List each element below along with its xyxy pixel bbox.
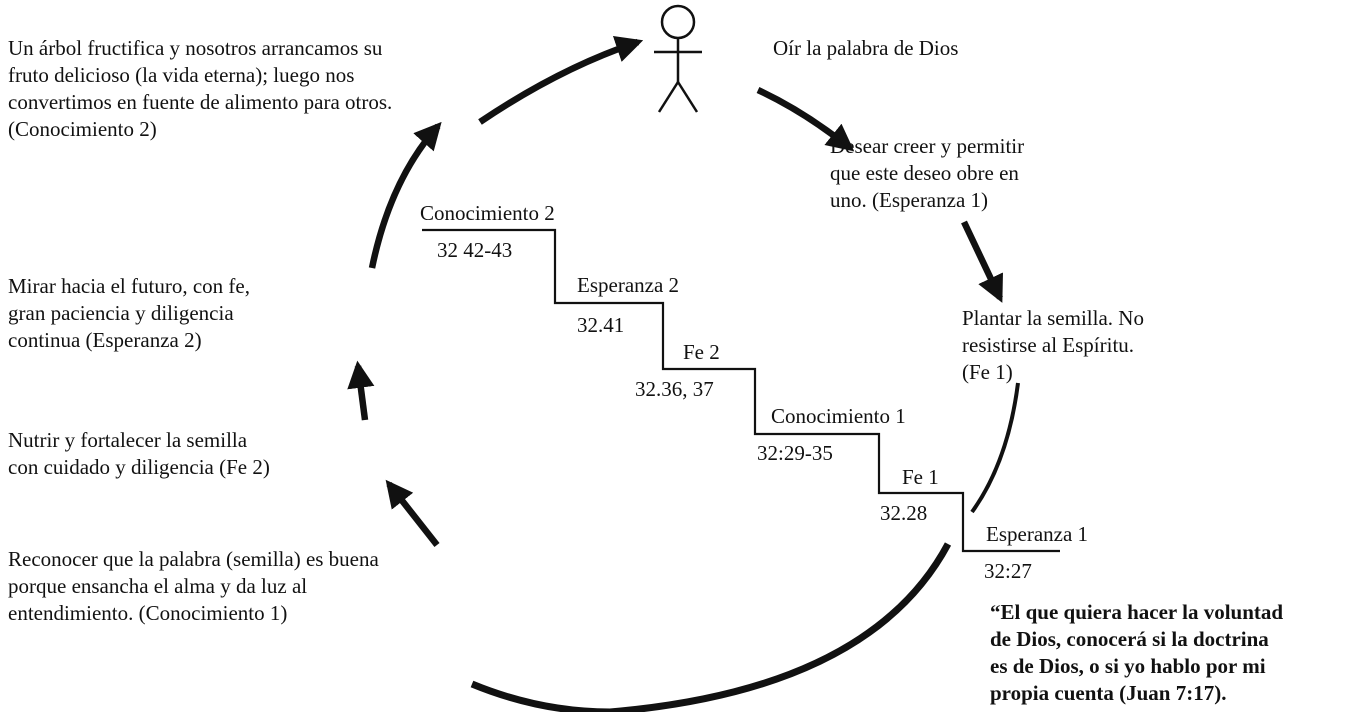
arrow-to-figure [478,35,644,125]
step-name-fe-2: Fe 2 [683,340,720,364]
step-ref-esperanza-2: 32.41 [577,313,625,337]
text-hear: Oír la palabra de Dios [773,36,959,60]
step-name-esperanza-1: Esperanza 1 [986,522,1089,546]
step-name-fe-1: Fe 1 [902,465,939,489]
step-ref-conocimiento-1: 32:29-35 [757,441,833,465]
arrow-recognize-to-nourish [385,479,440,548]
step-ref-conocimiento-2: 32 42-43 [437,238,513,262]
text-plant: Plantar la semilla. No resistirse al Esp… [962,306,1144,384]
step-name-conocimiento-2: Conocimiento 2 [420,201,555,225]
step-name-esperanza-2: Esperanza 2 [577,273,680,297]
arrow-hear-to-desire [756,87,855,152]
text-quote: “El que quiera hacer la voluntad de Dios… [990,600,1284,705]
step-ref-fe-2: 32.36, 37 [635,377,714,401]
text-look: Mirar hacia el futuro, con fe, gran paci… [8,274,250,352]
staircase-line [422,228,1060,553]
arrow-nourish-to-look [347,360,375,421]
arc-plant-to-step [970,382,1020,514]
arrow-desire-to-plant [961,220,1003,303]
stick-figure-icon [654,4,702,113]
arc-bottom [470,542,952,712]
step-ref-fe-1: 32.28 [880,501,928,525]
text-fruit: Un árbol fructifica y nosotros arrancamo… [8,36,393,141]
step-ref-esperanza-1: 32:27 [984,559,1032,583]
text-nourish: Nutrir y fortalecer la semilla con cuida… [8,428,270,479]
text-desire: Desear creer y permitir que este deseo o… [830,134,1025,212]
step-name-conocimiento-1: Conocimiento 1 [771,404,906,428]
arrow-look-to-fruit [368,121,442,269]
text-recognize: Reconocer que la palabra (semilla) es bu… [8,547,379,625]
